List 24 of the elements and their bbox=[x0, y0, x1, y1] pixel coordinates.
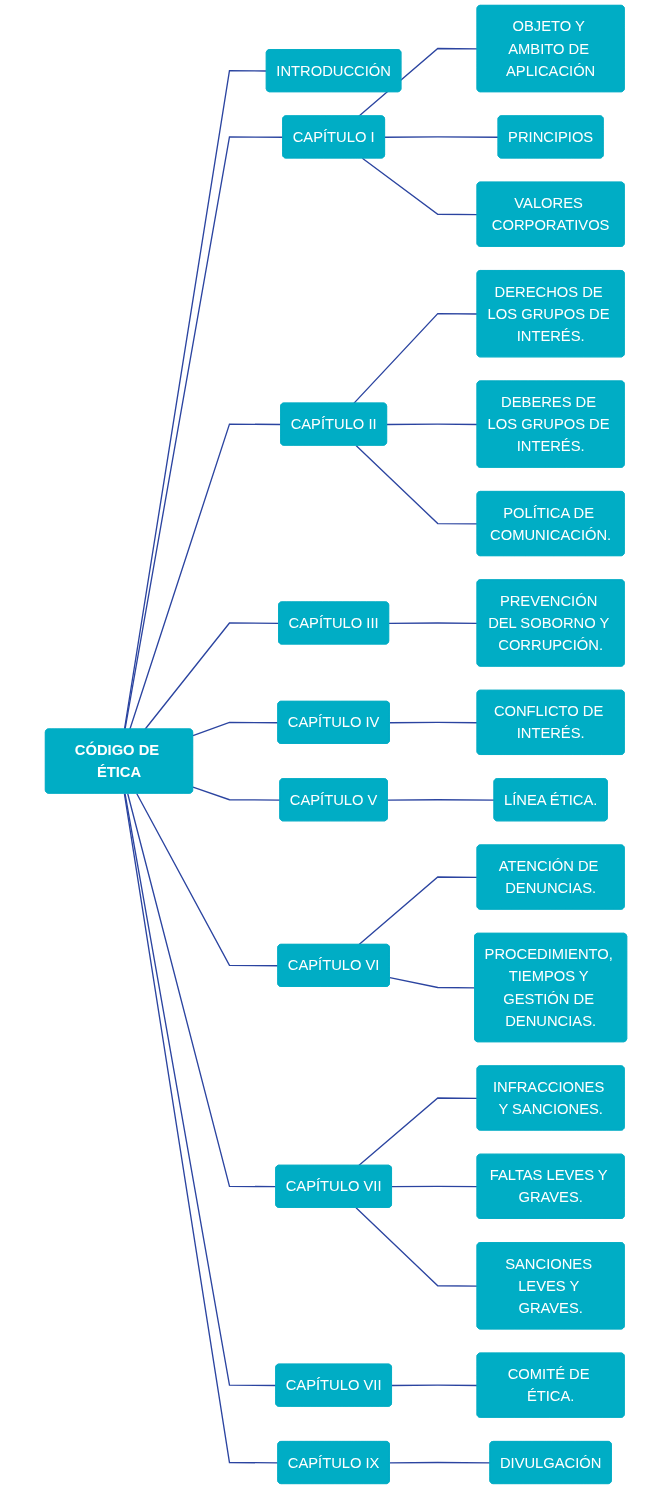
connector bbox=[391, 1384, 478, 1387]
connector bbox=[136, 792, 279, 967]
connector bbox=[361, 157, 478, 216]
connector bbox=[127, 792, 277, 1188]
connector bbox=[355, 444, 478, 525]
connector bbox=[358, 1097, 478, 1167]
connector bbox=[387, 799, 495, 801]
connector bbox=[388, 622, 478, 624]
connector bbox=[358, 47, 478, 117]
connector bbox=[129, 423, 282, 730]
connector bbox=[124, 136, 284, 730]
connector bbox=[389, 1461, 491, 1464]
connector bbox=[389, 976, 476, 989]
connector bbox=[391, 1185, 478, 1188]
connector bbox=[386, 423, 478, 426]
connector bbox=[355, 1207, 478, 1287]
connector bbox=[389, 721, 478, 724]
connector bbox=[353, 313, 478, 405]
connector bbox=[123, 69, 268, 730]
connector bbox=[192, 786, 281, 801]
connector bbox=[358, 876, 478, 946]
connector bbox=[192, 721, 279, 737]
connector bbox=[384, 136, 499, 138]
connector bbox=[144, 622, 280, 730]
